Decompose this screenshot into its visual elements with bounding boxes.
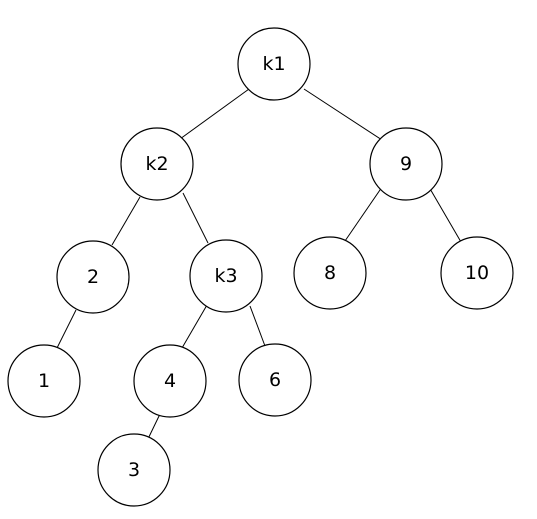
edge-k2-2 (111, 196, 141, 246)
node-label: 2 (87, 266, 99, 288)
edge-9-8 (344, 186, 383, 242)
node-label: 1 (38, 370, 50, 392)
edge-k3-6 (249, 305, 266, 347)
tree-node-8: 8 (293, 236, 367, 310)
tree-node-2: 2 (56, 240, 130, 314)
tree-node-k3: k3 (189, 239, 263, 313)
edge-k1-9 (303, 88, 383, 141)
node-label: k1 (262, 53, 285, 75)
tree-node-1: 1 (7, 344, 81, 418)
node-label: 9 (400, 153, 412, 175)
node-label: 3 (128, 459, 140, 481)
node-label: 6 (269, 369, 281, 391)
node-label: k3 (214, 265, 237, 287)
tree-node-k2: k2 (120, 127, 194, 201)
edge-9-10 (428, 186, 462, 243)
node-label: 4 (164, 370, 176, 392)
node-label: 10 (465, 262, 489, 284)
tree-node-4: 4 (133, 344, 207, 418)
tree-node-k1: k1 (237, 27, 311, 101)
tree-node-10: 10 (440, 236, 514, 310)
edge-2-1 (55, 309, 77, 351)
tree-node-3: 3 (97, 433, 171, 507)
edge-k3-4 (181, 304, 208, 349)
edge-k2-k3 (182, 192, 209, 244)
tree-node-9: 9 (369, 127, 443, 201)
edge-k1-k2 (179, 88, 250, 140)
node-label: 8 (324, 262, 336, 284)
node-label: k2 (145, 153, 168, 175)
tree-node-6: 6 (238, 343, 312, 417)
